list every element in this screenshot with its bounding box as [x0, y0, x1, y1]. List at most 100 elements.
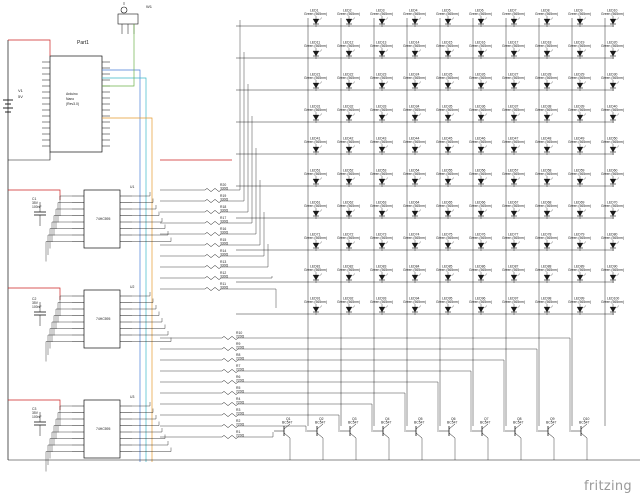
led-symbol [543, 82, 551, 89]
ic-wire [132, 324, 166, 329]
led-ref: LED17 [508, 41, 518, 45]
led-symbol [444, 18, 452, 25]
led-symbol [312, 114, 320, 121]
led-ref: LED58 [541, 169, 551, 173]
resistor-symbol [204, 243, 222, 247]
led-ref: LED76 [475, 233, 485, 237]
led-type: Green (565nm) [304, 76, 327, 80]
led-arrow [418, 81, 422, 85]
transistor-type: BC547 [414, 421, 424, 425]
resistor-symbol [204, 254, 222, 258]
base-wire [238, 432, 274, 438]
led-ref: LED33 [376, 105, 386, 109]
transistor-ref: Q9 [550, 417, 555, 421]
ic-wire [51, 221, 72, 242]
led-type: Green (565nm) [535, 268, 558, 272]
ic-chip-label: 74HC595 [96, 427, 110, 431]
led-ref: LED55 [442, 169, 452, 173]
led-symbol [510, 114, 518, 121]
led-ref: LED48 [541, 137, 551, 141]
led-symbol [444, 274, 452, 281]
led-symbol [510, 82, 518, 89]
resistor-ref: R2 [236, 419, 240, 423]
led-symbol [543, 210, 551, 217]
led-ref: LED10 [607, 9, 617, 13]
led-symbol [312, 82, 320, 89]
led-ref: LED50 [607, 137, 617, 141]
resistor-value: 220Ω [236, 423, 245, 427]
ic-wire [47, 234, 72, 255]
led-type: Green (565nm) [568, 12, 591, 16]
led-symbol [477, 18, 485, 25]
led-ref: LED22 [343, 73, 353, 77]
transistor-collector [382, 423, 390, 430]
led-arrow [385, 209, 389, 213]
led-ref: LED4 [409, 9, 418, 13]
transistor-collector [514, 423, 522, 430]
resistor-symbol [204, 210, 222, 214]
base-wire [238, 370, 472, 432]
led-ref: LED79 [574, 233, 584, 237]
resistor-symbol [204, 221, 222, 225]
cap-value: 100nF [32, 415, 42, 419]
led-ref: LED45 [442, 137, 452, 141]
ic-ref-label: U3 [130, 395, 134, 399]
led-arrow [352, 113, 356, 117]
led-symbol [609, 146, 617, 153]
ic-wire [132, 224, 166, 229]
resistor-value: 330Ω [220, 264, 229, 268]
led-ref: LED98 [541, 297, 551, 301]
led-arrow [583, 273, 587, 277]
led-ref: LED24 [409, 73, 419, 77]
row-wire [221, 116, 253, 224]
transistor-type: BC547 [480, 421, 490, 425]
resistor-ref: R8 [236, 353, 240, 357]
transistor-emitter [481, 432, 489, 439]
led-type: Green (565nm) [535, 300, 558, 304]
transistor-collector [349, 423, 357, 430]
ic-wire [132, 231, 169, 236]
transistor-emitter [448, 432, 456, 439]
resistor-value: 330Ω [220, 275, 229, 279]
row-wire [221, 52, 245, 202]
led-type: Green (565nm) [370, 204, 393, 208]
transistor-collector [415, 423, 423, 430]
ic-wire [51, 431, 72, 452]
resistor-symbol [204, 188, 222, 192]
led-arrow [352, 273, 356, 277]
transistor-ref: Q5 [418, 417, 423, 421]
battery-v1: V1 5V [3, 40, 24, 460]
led-ref: LED90 [607, 265, 617, 269]
led-type: Green (565nm) [304, 236, 327, 240]
led-arrow [451, 273, 455, 277]
resistor-ref: R4 [236, 397, 240, 401]
resistor-value: 330Ω [220, 231, 229, 235]
transistor-type: BC547 [315, 421, 325, 425]
resistor-ref: R11 [220, 282, 226, 286]
led-symbol [609, 178, 617, 185]
ic-wire [49, 438, 72, 459]
led-arrow [484, 49, 488, 53]
led-type: Green (565nm) [337, 12, 360, 16]
led-ref: LED35 [442, 105, 452, 109]
